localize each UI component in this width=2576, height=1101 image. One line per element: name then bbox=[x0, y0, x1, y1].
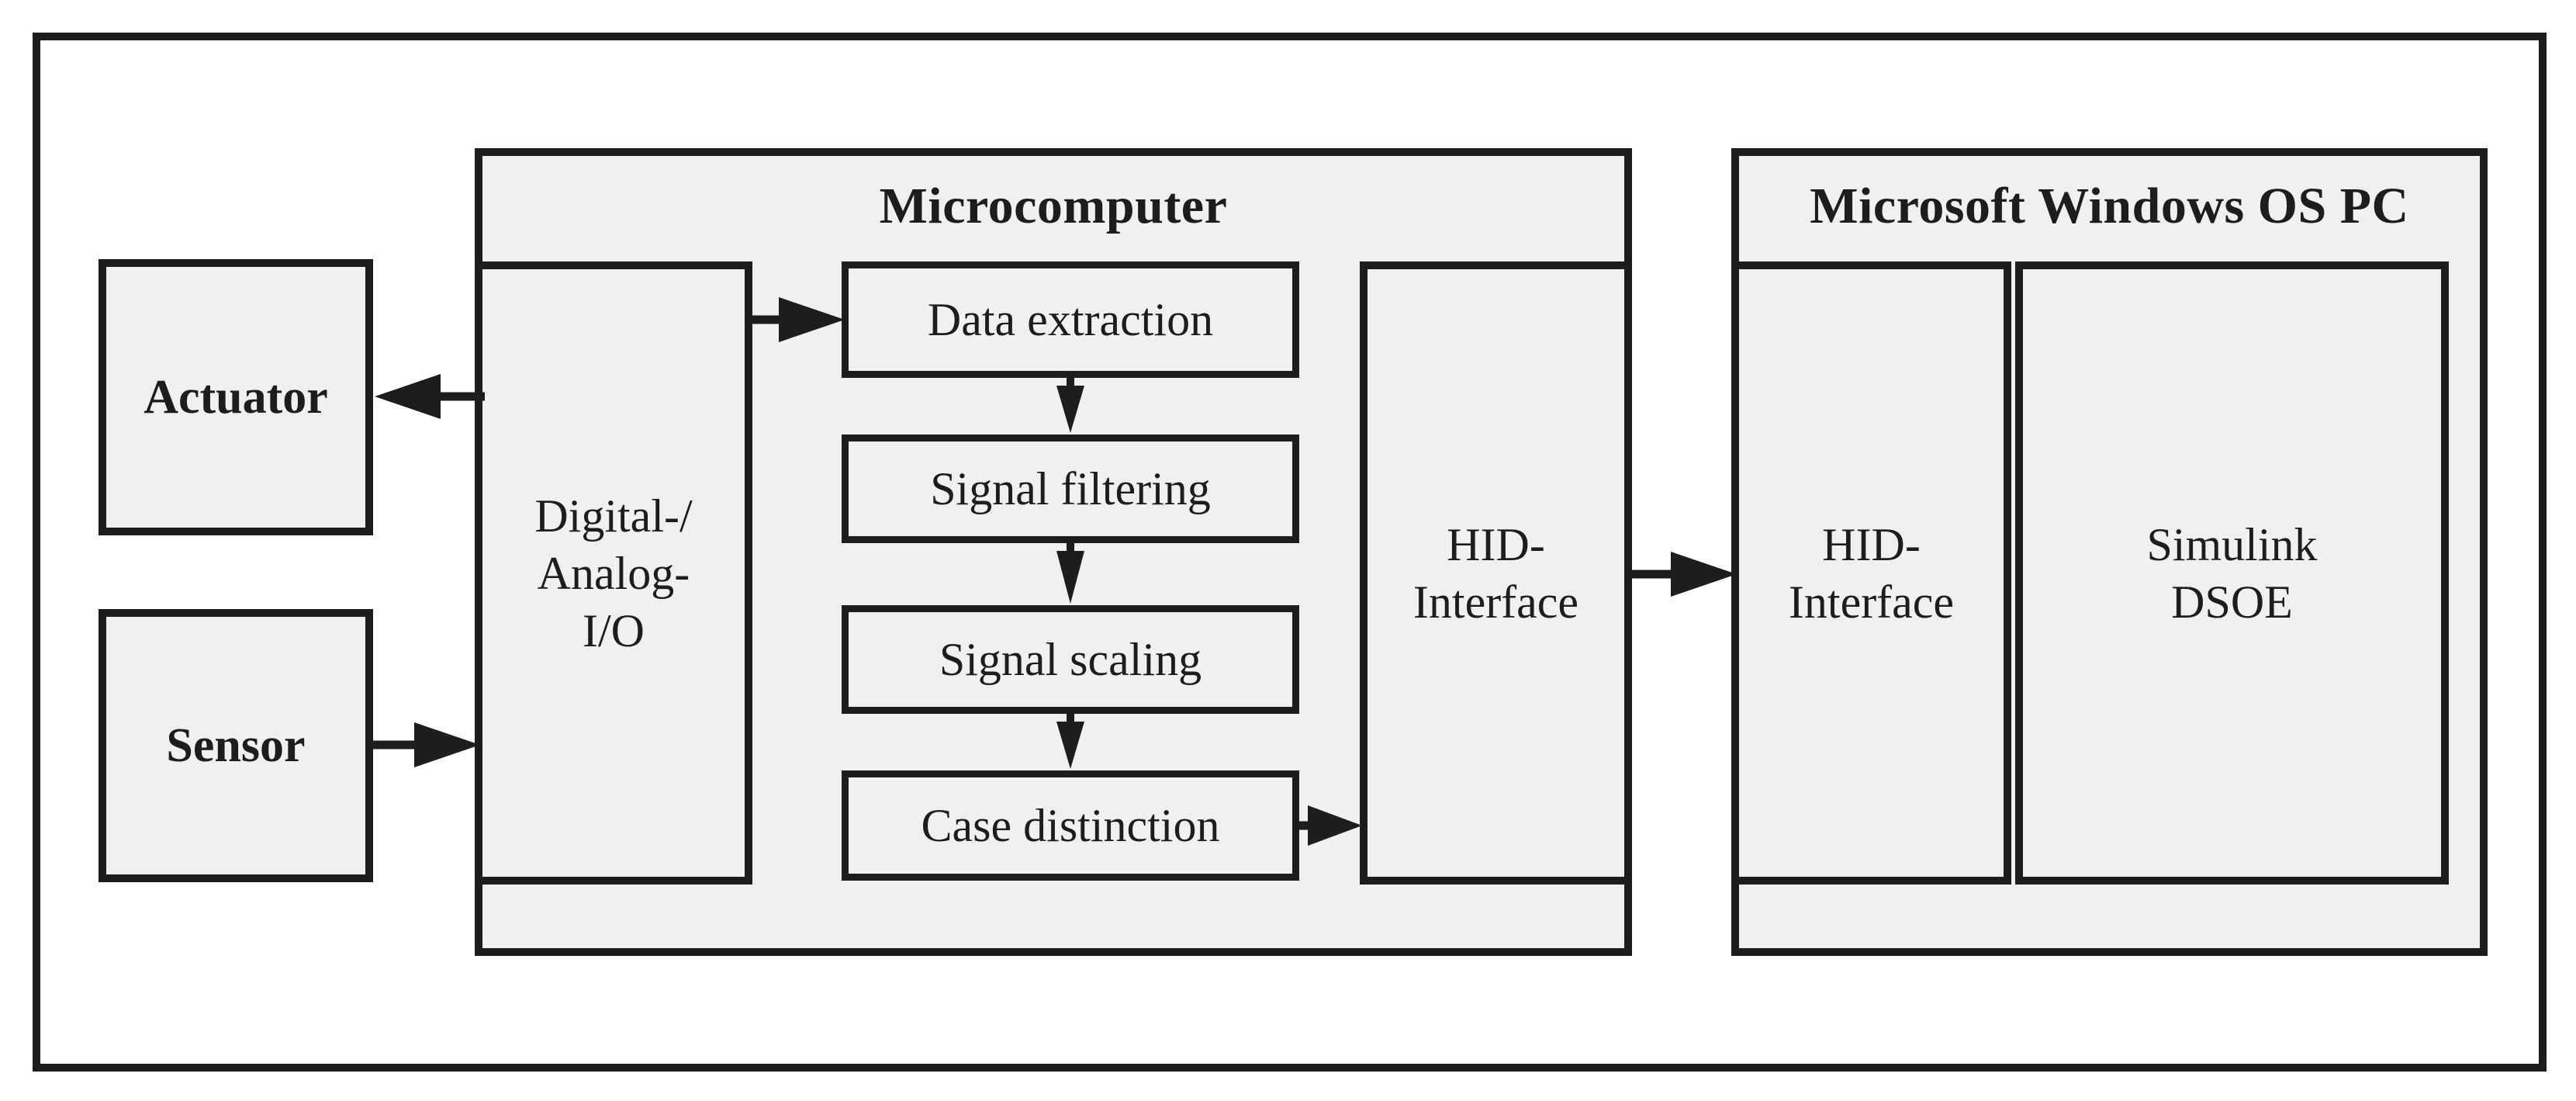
data-extraction-label: Data extraction bbox=[927, 293, 1214, 345]
windows-hid-interface-box: HID- Interface bbox=[1731, 261, 2011, 885]
microcomputer-title: Microcomputer bbox=[879, 178, 1228, 234]
data-extraction-box: Data extraction bbox=[842, 261, 1299, 378]
case-distinction-label: Case distinction bbox=[921, 799, 1220, 851]
windows-hid-interface-label: HID- Interface bbox=[1788, 518, 1955, 628]
sensor-box: Sensor bbox=[99, 609, 373, 882]
actuator-box: Actuator bbox=[99, 259, 373, 535]
simulink-dsoe-label: Simulink DSOE bbox=[2146, 518, 2318, 628]
signal-filtering-box: Signal filtering bbox=[842, 435, 1299, 543]
microcomputer-hid-interface-box: HID- Interface bbox=[1360, 261, 1632, 885]
digital-analog-io-box: Digital-/ Analog- I/O bbox=[475, 261, 752, 885]
sensor-label: Sensor bbox=[166, 718, 306, 772]
case-distinction-box: Case distinction bbox=[842, 770, 1299, 881]
signal-filtering-label: Signal filtering bbox=[930, 462, 1211, 514]
simulink-dsoe-box: Simulink DSOE bbox=[2015, 261, 2449, 885]
actuator-label: Actuator bbox=[143, 370, 328, 424]
signal-scaling-box: Signal scaling bbox=[842, 605, 1299, 714]
signal-scaling-label: Signal scaling bbox=[939, 633, 1202, 685]
windows-pc-title: Microsoft Windows OS PC bbox=[1810, 178, 2409, 234]
microcomputer-hid-interface-label: HID- Interface bbox=[1412, 518, 1579, 628]
digital-analog-io-label: Digital-/ Analog- I/O bbox=[534, 490, 693, 656]
